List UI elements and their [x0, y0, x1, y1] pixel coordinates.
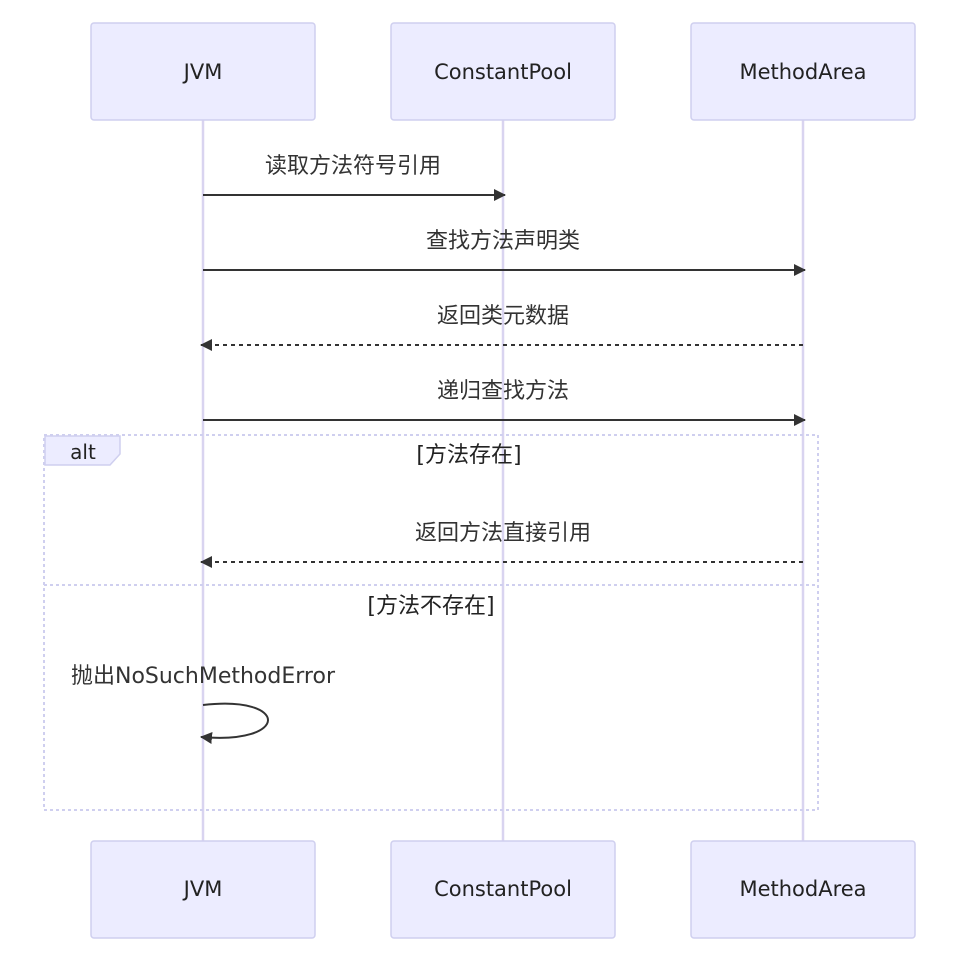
- message-3-label: 返回类元数据: [437, 304, 569, 329]
- actor-constantpool-bottom-label: ConstantPool: [434, 877, 572, 901]
- alt-frame: [43, 434, 819, 811]
- actor-jvm-bottom: JVM: [90, 840, 316, 939]
- actor-constantpool-bottom: ConstantPool: [390, 840, 616, 939]
- message-6-arrow: [200, 702, 269, 744]
- actor-jvm-top: JVM: [90, 22, 316, 121]
- actor-jvm-bottom-label: JVM: [182, 877, 223, 901]
- message-2-label: 查找方法声明类: [426, 229, 580, 254]
- alt-block: alt [方法存在] [方法不存在]: [43, 434, 819, 811]
- actor-methodarea-top: MethodArea: [690, 22, 916, 121]
- actor-methodarea-bottom: MethodArea: [690, 840, 916, 939]
- message-5-label: 返回方法直接引用: [415, 521, 591, 546]
- actor-constantpool-top: ConstantPool: [390, 22, 616, 121]
- alt-tab: [44, 435, 121, 466]
- alt-condition-2: [方法不存在]: [367, 594, 494, 619]
- message-4-label: 递归查找方法: [437, 379, 569, 404]
- message-6-label: 抛出NoSuchMethodError: [71, 664, 336, 689]
- message-1-label: 读取方法符号引用: [265, 154, 441, 179]
- actor-constantpool-top-label: ConstantPool: [434, 60, 572, 84]
- alt-condition-1: [方法存在]: [416, 443, 521, 468]
- actor-methodarea-bottom-label: MethodArea: [739, 877, 866, 901]
- actor-jvm-top-label: JVM: [182, 60, 223, 84]
- actor-methodarea-top-label: MethodArea: [739, 60, 866, 84]
- alt-keyword: alt: [70, 440, 96, 464]
